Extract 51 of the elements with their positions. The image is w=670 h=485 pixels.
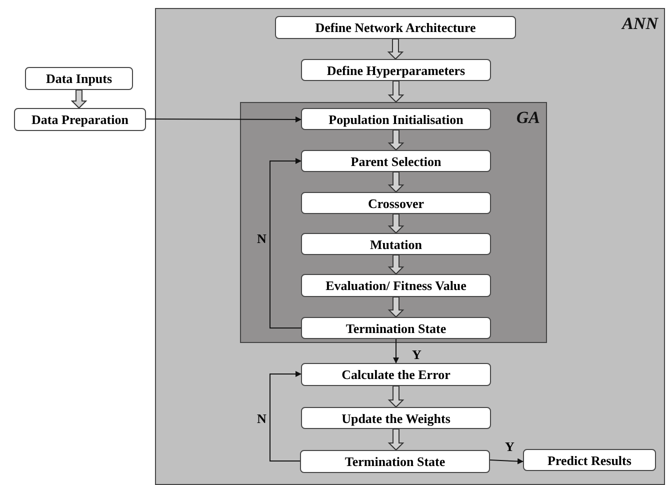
block-arrow — [387, 38, 404, 60]
arrow — [393, 338, 399, 364]
step-label: Mutation — [370, 238, 422, 250]
step-label: Calculate the Error — [342, 368, 450, 381]
process-box — [301, 233, 491, 255]
step-label: Evaluation/ Fitness Value — [326, 279, 466, 292]
process-box — [25, 67, 133, 90]
group-panel — [155, 8, 665, 485]
step-label: Define Network Architecture — [315, 21, 476, 34]
step-label: Crossover — [368, 196, 424, 210]
arrow — [490, 458, 524, 464]
block-arrow — [388, 80, 404, 103]
step-label: Define Hyperparameters — [326, 64, 466, 76]
process-box — [301, 150, 491, 172]
arrow — [146, 116, 302, 122]
edge-label: Y — [505, 440, 514, 453]
block-arrow — [388, 214, 404, 234]
step-label: Data Inputs — [46, 72, 112, 85]
group-panel — [240, 102, 547, 343]
step-label: Predict Results — [548, 454, 632, 466]
block-arrow — [388, 386, 404, 408]
process-box — [301, 407, 491, 429]
edge-label: N — [257, 232, 266, 245]
process-box — [301, 192, 491, 214]
process-box — [301, 274, 491, 297]
step-label: Termination State — [346, 322, 446, 334]
step-label: Parent Selection — [350, 154, 442, 168]
block-arrow — [388, 130, 404, 151]
group-title: GA — [516, 107, 540, 129]
block-arrow — [70, 90, 88, 109]
block-arrow — [388, 254, 404, 275]
block-arrow — [388, 428, 404, 451]
step-label: Update the Weights — [342, 412, 450, 424]
group-title: ANN — [622, 13, 658, 35]
step-label: Population Initialisation — [328, 112, 464, 126]
step-label: Data Preparation — [32, 113, 128, 126]
edge-label: N — [257, 412, 266, 425]
edge-label: Y — [412, 348, 422, 361]
arrow — [270, 371, 302, 462]
step-label: Termination State — [344, 455, 446, 468]
process-box — [14, 108, 146, 131]
process-box — [300, 450, 490, 473]
block-arrow — [388, 296, 404, 318]
block-arrow — [388, 172, 404, 193]
process-box — [301, 363, 491, 386]
process-box — [301, 59, 491, 81]
process-box — [275, 16, 516, 39]
process-box — [301, 108, 491, 130]
arrow — [270, 158, 302, 328]
process-box — [301, 317, 491, 339]
process-box — [523, 449, 656, 471]
